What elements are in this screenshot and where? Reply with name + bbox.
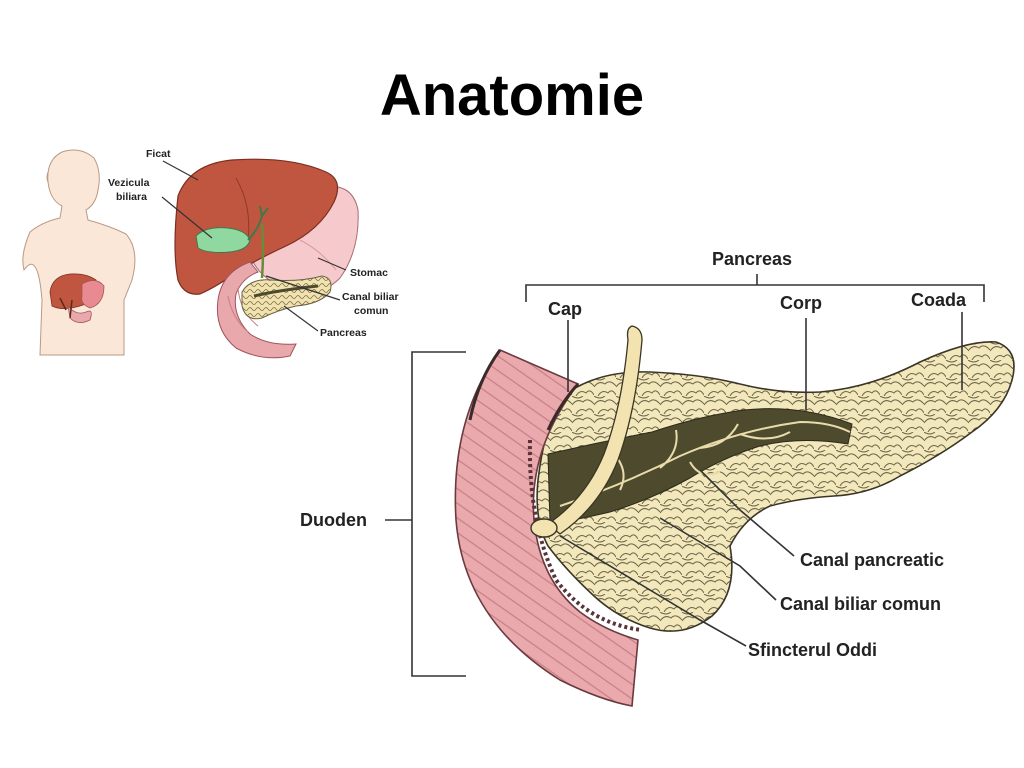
- page-title: Anatomie: [379, 63, 645, 128]
- duodenum-shape: [454, 349, 639, 707]
- label-duoden: Duoden: [300, 510, 367, 530]
- human-silhouette: [22, 149, 136, 356]
- label-corp: Corp: [780, 293, 822, 313]
- label-coada: Coada: [911, 290, 967, 310]
- bile-duct-shape: [546, 325, 643, 535]
- label-ficat: Ficat: [146, 148, 171, 160]
- label-pancreas-large: Pancreas: [712, 249, 792, 269]
- label-pancreas-small: Pancreas: [320, 327, 367, 339]
- pancreas-bracket: [525, 274, 985, 302]
- label-cap: Cap: [548, 299, 582, 319]
- label-canal-1: Canal biliar: [342, 291, 399, 303]
- label-canal-biliar-comun: Canal biliar comun: [780, 594, 941, 614]
- small-duodenum-shape: [216, 261, 297, 359]
- label-sfincterul-oddi: Sfincterul Oddi: [748, 640, 877, 660]
- gallbladder-shape: [195, 227, 251, 253]
- large-figure: Pancreas Cap Corp Coada Duoden Canal pan…: [300, 249, 1015, 707]
- label-stomac: Stomac: [350, 267, 388, 279]
- small-figure: Ficat Vezicula biliara Stomac Canal bili…: [22, 148, 399, 359]
- label-canal-2: comun: [354, 305, 388, 317]
- liver-shape: [174, 158, 339, 295]
- pancreas-body-shape: [536, 341, 1015, 632]
- label-canal-pancreatic: Canal pancreatic: [800, 550, 944, 570]
- label-vezicula-2: biliara: [116, 191, 147, 203]
- duodenum-bracket: [385, 351, 466, 677]
- label-vezicula-1: Vezicula: [108, 177, 150, 189]
- oddi-sphincter-shape: [530, 518, 558, 538]
